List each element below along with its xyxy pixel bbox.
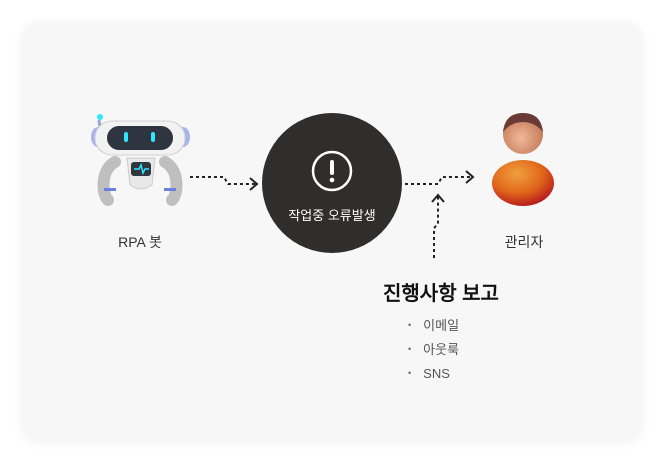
person-icon: [492, 113, 554, 206]
arrowhead-icon: [249, 177, 259, 191]
report-channel-list: 이메일 아웃룩 SNS: [408, 316, 459, 388]
exclamation-icon: [311, 150, 353, 192]
arrow-report-to-line: [433, 196, 439, 258]
arrowhead-icon: [465, 170, 475, 184]
robot-icon: [91, 114, 190, 206]
arrow-error-to-admin: [405, 176, 471, 185]
list-item: 아웃룩: [408, 340, 459, 364]
robot-label: RPA 봇: [118, 234, 162, 250]
list-item: SNS: [408, 364, 459, 388]
admin-label: 관리자: [504, 234, 544, 250]
arrow-robot-to-error: [190, 176, 256, 185]
error-node: 작업중 오류발생: [262, 113, 402, 253]
error-label: 작업중 오류발생: [288, 208, 376, 223]
arrowhead-icon: [431, 193, 445, 203]
report-title: 진행사항 보고: [383, 283, 499, 305]
list-item: 이메일: [408, 316, 459, 340]
